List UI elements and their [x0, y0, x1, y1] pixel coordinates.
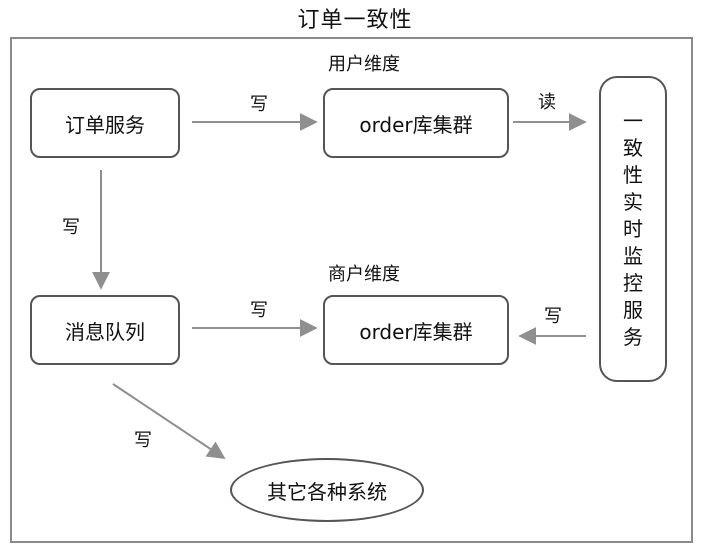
monitor-char: 服 [623, 297, 643, 322]
message-queue-label: 消息队列 [65, 319, 145, 344]
other-systems-label: 其它各种系统 [267, 479, 387, 504]
monitor-char: 务 [623, 324, 643, 349]
user-order-cluster-node: order库集群 [323, 88, 509, 158]
edge-label-order-to-queue: 写 [62, 217, 80, 238]
monitor-char: 致 [623, 135, 643, 160]
monitor-char: 监 [623, 243, 643, 268]
consistency-monitor-service-node: 一 致 性 实 时 监 控 服 务 [599, 76, 667, 382]
diagram-frame [10, 37, 693, 543]
user-dimension-label: 用户维度 [328, 54, 400, 75]
other-systems-node: 其它各种系统 [230, 458, 424, 522]
message-queue-node: 消息队列 [30, 295, 180, 365]
arrow-queue-to-other [112, 383, 226, 459]
merchant-order-cluster-node: order库集群 [323, 295, 509, 365]
monitor-char: 时 [623, 216, 643, 241]
monitor-char: 控 [623, 270, 643, 295]
edge-label-order-to-user-cluster: 写 [250, 94, 268, 115]
diagram-title: 订单一致性 [297, 8, 413, 33]
monitor-char: 实 [623, 189, 643, 214]
merchant-order-cluster-label: order库集群 [359, 319, 473, 344]
monitor-char: 性 [623, 162, 643, 187]
edge-label-user-cluster-to-monitor: 读 [538, 92, 556, 113]
monitor-char: 一 [623, 108, 643, 133]
user-order-cluster-label: order库集群 [359, 112, 473, 137]
edge-label-monitor-to-merchant-cluster: 写 [544, 306, 562, 327]
order-service-node: 订单服务 [30, 88, 180, 158]
edge-label-queue-to-other: 写 [134, 430, 152, 451]
merchant-dimension-label: 商户维度 [328, 264, 400, 285]
edge-label-queue-to-merchant-cluster: 写 [250, 300, 268, 321]
order-service-label: 订单服务 [65, 112, 145, 137]
